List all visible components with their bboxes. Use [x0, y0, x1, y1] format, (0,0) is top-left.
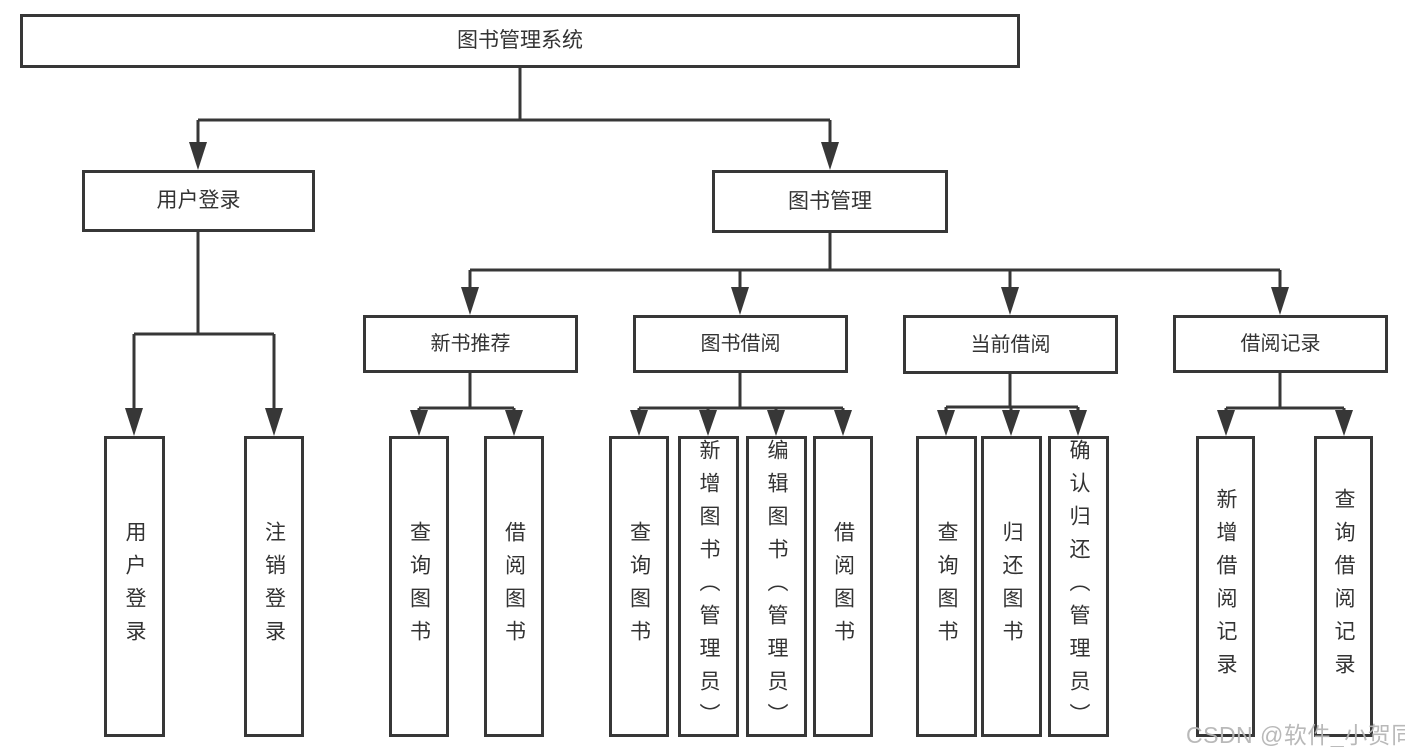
leaf-label: 用户登录 — [123, 520, 146, 653]
node-book-management: 图书管理 — [712, 170, 948, 233]
leaf-label: 借阅图书 — [502, 520, 526, 653]
leaf-recommend-borrow-books: 借阅图书 — [484, 436, 544, 737]
arrowhead — [1217, 410, 1235, 436]
leaf-label: 查询图书 — [407, 520, 431, 653]
leaf-user-login: 用户登录 — [104, 436, 165, 737]
arrowhead — [125, 408, 143, 436]
csdn-watermark: CSDN @软件_小贺同学 — [1186, 722, 1405, 747]
arrowhead — [1001, 287, 1019, 315]
leaf-label: 归还图书 — [1000, 520, 1023, 653]
arrowhead — [699, 410, 717, 436]
leaf-borrow-borrow-books: 借阅图书 — [813, 436, 873, 737]
arrowhead — [1002, 410, 1020, 436]
leaf-label: 编辑图书（管理员） — [765, 439, 788, 736]
leaf-label: 确认归还（管理员） — [1067, 439, 1090, 736]
leaf-logout-login: 注销登录 — [244, 436, 304, 737]
arrowhead — [767, 410, 785, 436]
arrowhead — [1069, 410, 1087, 436]
leaf-recommend-query-books: 查询图书 — [389, 436, 449, 737]
leaf-borrow-add-books-admin: 新增图书（管理员） — [678, 436, 739, 737]
node-new-book-recommend: 新书推荐 — [363, 315, 578, 373]
leaf-label: 查询借阅记录 — [1332, 487, 1355, 686]
arrowhead — [461, 287, 479, 315]
node-user-login: 用户登录 — [82, 170, 315, 232]
leaf-borrow-edit-books-admin: 编辑图书（管理员） — [746, 436, 807, 737]
arrowhead — [937, 410, 955, 436]
leaf-borrow-query-books: 查询图书 — [609, 436, 669, 737]
arrowhead — [1335, 410, 1353, 436]
leaf-records-add-record: 新增借阅记录 — [1196, 436, 1255, 737]
leaf-current-query-books: 查询图书 — [916, 436, 977, 737]
arrowhead — [834, 410, 852, 436]
leaf-current-confirm-return-admin: 确认归还（管理员） — [1048, 436, 1109, 737]
arrowhead — [821, 142, 839, 170]
node-book-borrow: 图书借阅 — [633, 315, 848, 373]
node-borrow-records: 借阅记录 — [1173, 315, 1388, 373]
arrowhead — [505, 410, 523, 436]
leaf-label: 查询图书 — [935, 520, 958, 653]
leaf-records-query-record: 查询借阅记录 — [1314, 436, 1373, 737]
arrowhead — [630, 410, 648, 436]
leaf-label: 新增借阅记录 — [1214, 487, 1237, 686]
leaf-current-return-books: 归还图书 — [981, 436, 1042, 737]
arrowhead — [731, 287, 749, 315]
arrowhead — [189, 142, 207, 170]
leaf-label: 注销登录 — [262, 520, 286, 653]
arrowhead — [1271, 287, 1289, 315]
arrowhead — [265, 408, 283, 436]
leaf-label: 新增图书（管理员） — [697, 439, 720, 736]
node-current-borrow: 当前借阅 — [903, 315, 1118, 374]
leaf-label: 借阅图书 — [831, 520, 855, 653]
leaf-label: 查询图书 — [627, 520, 651, 653]
arrowhead — [410, 410, 428, 436]
node-system-root: 图书管理系统 — [20, 14, 1020, 68]
